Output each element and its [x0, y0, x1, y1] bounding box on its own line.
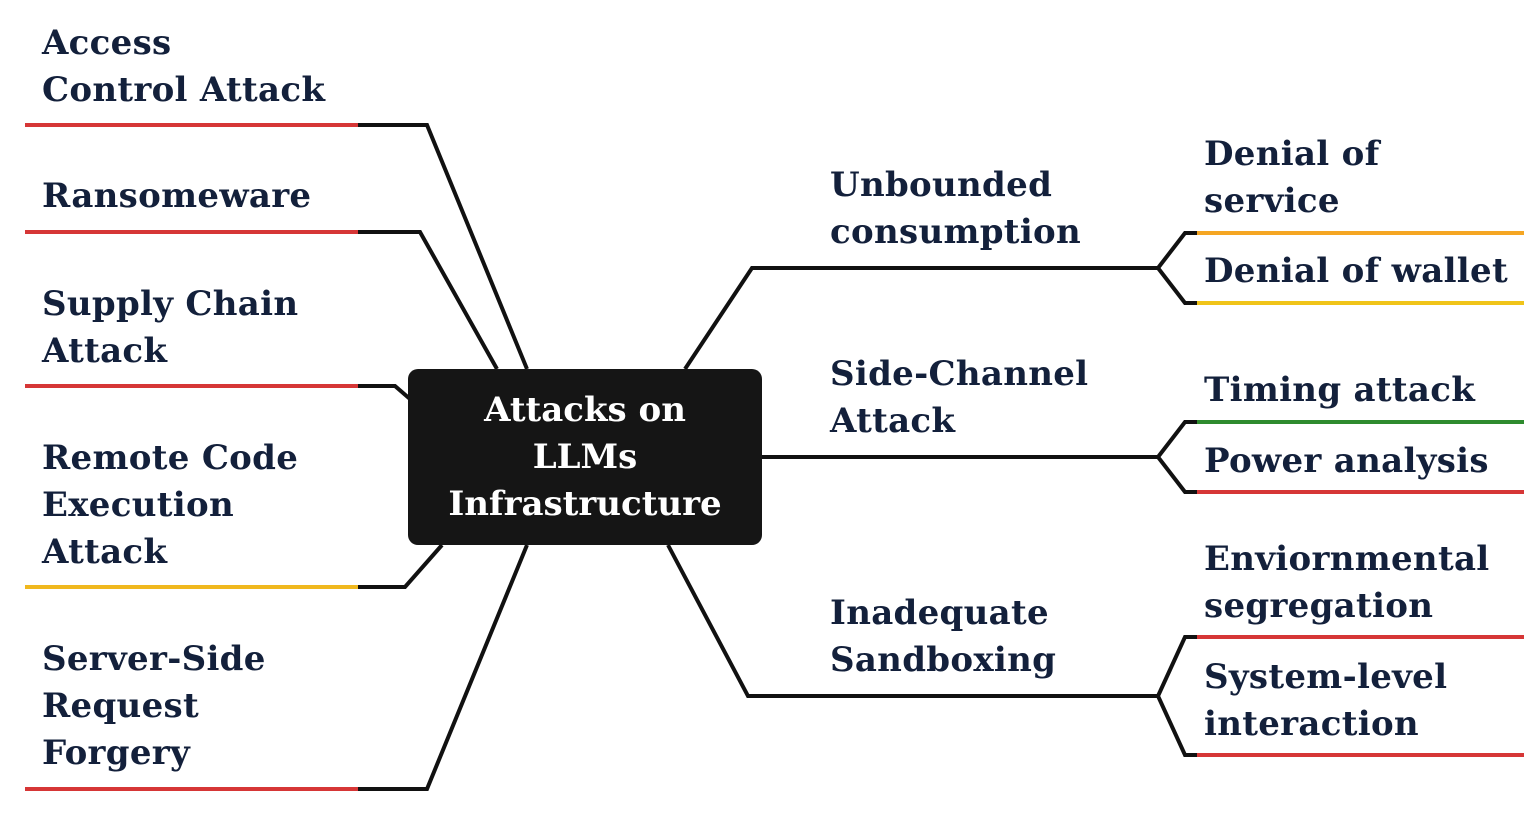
child-label-denial-of-service: Denial of service [1204, 134, 1380, 221]
child-label-power-analysis: Power analysis [1204, 441, 1489, 481]
child-label-denial-of-wallet: Denial of wallet [1204, 251, 1508, 291]
branch-label-access-control: Access Control Attack [42, 23, 326, 110]
connector-ssrf [358, 544, 529, 791]
center-node: Attacks on LLMs Infrastructure [408, 369, 762, 545]
branch-label-unbounded: Unbounded consumption [830, 165, 1082, 252]
branch-label-remote-code: Remote Code Execution Attack [42, 438, 299, 572]
fork-sandboxing [1155, 635, 1197, 757]
connector-remote-code [358, 543, 444, 589]
child-label-system-level: System-level interaction [1204, 657, 1448, 744]
child-label-timing-attack: Timing attack [1204, 370, 1476, 410]
branch-label-side-channel: Side-Channel Attack [830, 354, 1089, 441]
connector-unbounded [683, 266, 1158, 371]
branch-label-supply-chain: Supply Chain Attack [42, 284, 299, 371]
fork-unbounded [1155, 231, 1197, 305]
fork-side-channel [1155, 420, 1197, 494]
center-node-label: Attacks on LLMs Infrastructure [448, 389, 722, 524]
connector-sandboxing [666, 544, 1158, 698]
connector-supply-chain [358, 384, 412, 401]
branch-label-ssrf: Server-Side Request Forgery [42, 639, 266, 773]
branch-label-sandboxing: Inadequate Sandboxing [830, 593, 1057, 680]
connector-access-control [358, 123, 529, 370]
child-label-env-segregation: Enviornmental segregation [1204, 539, 1490, 626]
branch-label-ransomware: Ransomeware [42, 176, 312, 216]
connector-ransomware [358, 230, 499, 370]
